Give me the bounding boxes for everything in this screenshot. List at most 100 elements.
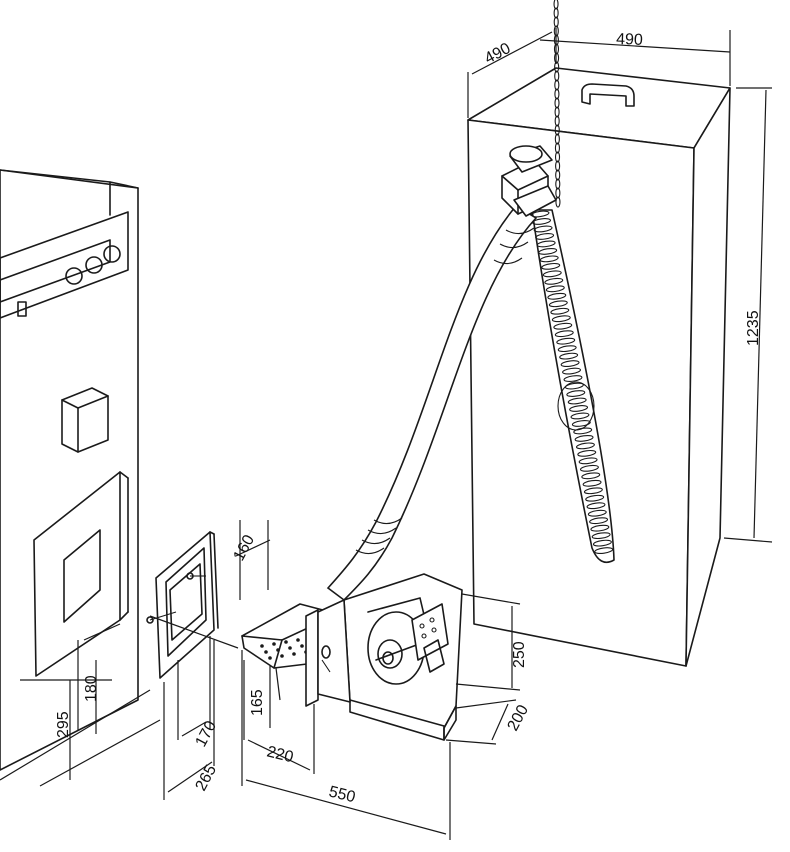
vent-hole	[280, 654, 284, 658]
chain-link	[554, 124, 560, 136]
dim-boiler-floor: 295	[55, 711, 72, 738]
dim-burner-depth: 200	[505, 702, 533, 734]
boiler-unit	[0, 169, 139, 771]
spring-coil	[570, 412, 590, 420]
chain-link	[553, 7, 559, 19]
spring-coil	[550, 307, 570, 315]
chain-link	[553, 0, 559, 10]
chain-link	[555, 196, 561, 208]
spring-coil	[585, 494, 605, 502]
chain-link	[555, 160, 561, 172]
vent-hole	[284, 640, 288, 644]
spring-coil	[562, 367, 582, 375]
spring-coil	[574, 434, 594, 442]
hose-ring	[499, 241, 529, 249]
spring-coil	[587, 509, 607, 517]
dim-hopper-width: 490	[616, 31, 643, 49]
chain-link	[554, 106, 560, 118]
spring-coil	[547, 292, 567, 300]
spring-coil	[575, 442, 595, 450]
spring-coil	[567, 397, 587, 405]
spring-coil	[541, 262, 561, 270]
boiler-dial-icon	[65, 267, 83, 285]
spring-coil	[564, 382, 584, 390]
spring-coil	[566, 390, 586, 397]
feed-motor	[501, 145, 557, 217]
spring-coil	[594, 547, 614, 555]
spring-coil	[554, 330, 574, 338]
spring-coil	[539, 255, 559, 263]
hose-ring	[505, 227, 535, 235]
vent-hole	[300, 644, 304, 648]
spring-coil	[581, 472, 601, 480]
spring-coil	[536, 240, 556, 248]
spring-coil	[559, 352, 579, 360]
spring-coil	[560, 360, 580, 368]
spring-coil	[592, 539, 612, 547]
dim-burner-height: 250	[511, 641, 528, 668]
spring-coil	[589, 517, 609, 525]
chain-link	[554, 142, 560, 154]
spring-coil	[538, 247, 558, 255]
hose-ring	[361, 537, 391, 545]
spring-coil	[591, 532, 611, 540]
chain-link	[555, 178, 561, 190]
flexible-hose	[326, 204, 538, 602]
spring-coil	[563, 375, 583, 382]
vent-hole	[268, 656, 272, 660]
bolt-icon	[146, 616, 154, 624]
spring-coil	[579, 464, 599, 472]
hose-ring	[373, 517, 403, 525]
dim-tube-height: 165	[249, 689, 266, 716]
spring-coil	[583, 487, 603, 495]
chain-link	[554, 88, 560, 100]
spring-coil	[533, 225, 553, 233]
vent-hole	[292, 652, 296, 656]
spring-coil	[551, 315, 571, 323]
dim-plate-inner: 170	[193, 718, 221, 750]
spring-coil	[553, 322, 573, 330]
burner-flange	[305, 609, 319, 707]
spring-coil	[578, 457, 598, 465]
vent-hole	[260, 644, 264, 648]
chain-link	[554, 79, 560, 91]
hopper-side	[685, 87, 731, 667]
hose-ring	[367, 527, 397, 535]
hose-ring	[355, 547, 385, 555]
vent-hole	[276, 648, 280, 652]
spring-coil	[535, 233, 555, 240]
spring-coil	[571, 420, 591, 427]
vent-hole	[288, 646, 292, 650]
spring-coil	[556, 337, 576, 345]
dim-total-length: 550	[327, 783, 357, 806]
dim-tube-length: 220	[265, 743, 295, 766]
pellet-hopper	[467, 67, 731, 667]
hopper-handle	[581, 83, 635, 107]
pellet-burner	[241, 573, 463, 741]
spring-coil	[569, 405, 589, 412]
spring-coil	[545, 285, 565, 293]
hose-ring	[493, 257, 523, 265]
chain-link	[554, 133, 560, 145]
spring-coil	[582, 479, 602, 487]
vent-hole	[264, 650, 268, 654]
chain-link	[555, 169, 561, 181]
chain-link	[554, 115, 560, 127]
mounting-plate	[146, 531, 219, 679]
spring-coil	[557, 345, 577, 353]
vent-hole	[272, 642, 276, 646]
spring-coil	[548, 300, 568, 308]
chain-link	[554, 97, 560, 109]
dim-hopper-depth: 490	[482, 40, 514, 68]
spring-coil	[590, 524, 610, 532]
chain-link	[554, 61, 560, 73]
dim-plate-outer: 265	[193, 762, 221, 794]
hopper-front	[467, 119, 695, 667]
spring-coil	[542, 270, 562, 278]
dim-boiler-opening: 180	[83, 675, 100, 702]
vent-hole	[296, 638, 300, 642]
feed-auger	[530, 209, 615, 564]
spring-coil	[544, 277, 564, 285]
